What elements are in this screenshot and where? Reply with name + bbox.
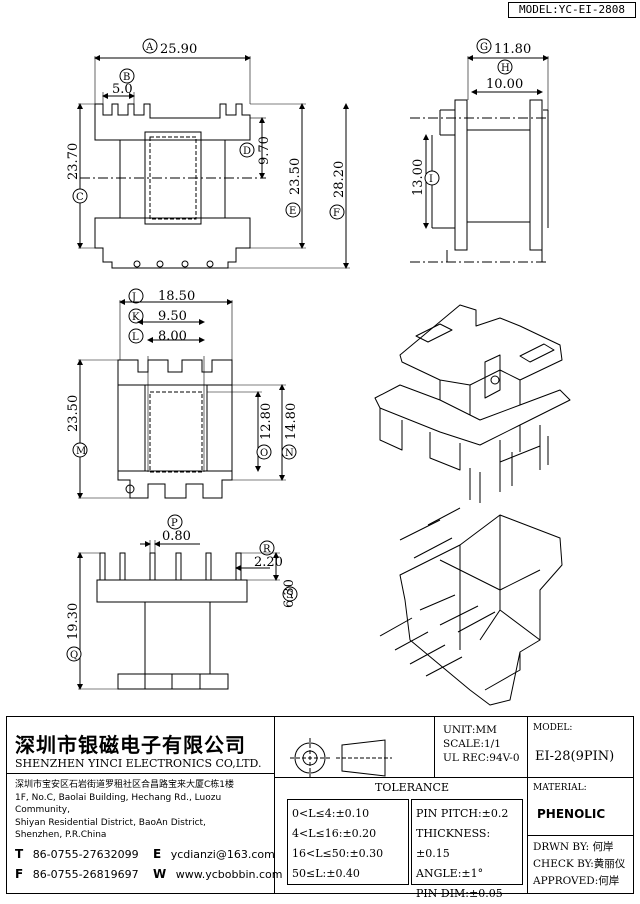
email-value: ycdianzi@163.com (170, 848, 275, 861)
dim-m-value: 23.50 (66, 395, 81, 432)
dim-r-value: 2.20 (254, 555, 283, 570)
dim-p-value: 0.80 (162, 529, 191, 544)
approvals: DRWN BY: 何岸 CHECK BY:黄丽仪 APPROVED:何岸 (533, 839, 625, 890)
dim-g-letter: G (480, 42, 488, 53)
tolerance-row: THICKNESS:±0.15 (416, 827, 491, 860)
dim-g-value: 11.80 (494, 42, 531, 57)
dim-h-value: 10.00 (486, 77, 523, 92)
tolerance-row: PIN PITCH:±0.2 (416, 807, 509, 820)
tolerance-row: PIN DIM:±0.05 (416, 887, 503, 900)
dim-c-letter: C (76, 192, 84, 203)
contact-tel: T 86-0755-27632099 (15, 847, 139, 861)
dim-n-letter: N (285, 448, 294, 459)
dim-c-value: 23.70 (66, 143, 81, 180)
contact-email: E ycdianzi@163.com (153, 847, 275, 861)
specs: UNIT:MM SCALE:1/1 UL REC:94V-0 (443, 723, 520, 765)
material-value: PHENOLIC (537, 807, 606, 821)
isometric-view-bottom (379, 507, 563, 706)
dim-q-letter: Q (70, 650, 78, 661)
dim-e-value: 23.50 (288, 158, 303, 195)
title-block: 深圳市银磁电子有限公司 SHENZHEN YINCI ELECTRONICS C… (6, 716, 634, 900)
model-label: MODEL: (533, 723, 573, 733)
pin-view (77, 540, 280, 690)
isometric-view-top (374, 304, 571, 503)
dim-i-value: 13.00 (411, 159, 426, 196)
fax-letter: F (15, 867, 24, 881)
dim-b-value: 5.0 (112, 82, 133, 97)
model-value: EI-28(9PIN) (535, 749, 615, 764)
dim-e-letter: E (289, 206, 296, 217)
company-address: 深圳市宝安区石岩街道罗租社区合昌路宝来大厦C栋1楼 1F, No.C, Baol… (15, 779, 273, 842)
web-letter: W (153, 867, 167, 881)
dimension-labels: A 25.90 B 5.0 C 23.70 D 9.70 E 23.50 F 2… (66, 38, 531, 662)
dim-k-value: 9.50 (158, 309, 187, 324)
dim-f-value: 28.20 (332, 161, 347, 198)
dim-o-value: 12.80 (259, 403, 274, 440)
dim-h-letter: H (501, 63, 510, 74)
address-line: 1F, No.C, Baolai Building, Hechang Rd., … (15, 792, 222, 816)
dim-o-letter: O (260, 448, 268, 459)
spec-ul: UL REC:94V-0 (443, 752, 520, 764)
approved-by: APPROVED:何岸 (533, 875, 620, 887)
dim-j-value: 18.50 (158, 289, 195, 304)
dim-m-letter: M (76, 446, 86, 457)
tolerance-row: 50≤L:±0.40 (292, 867, 360, 880)
spec-scale: SCALE:1/1 (443, 738, 501, 750)
address-line: Shenzhen, P.R.China (15, 830, 107, 840)
dim-n-value: 14.80 (284, 403, 299, 440)
dim-l-letter: L (132, 332, 139, 343)
dim-d-letter: D (243, 146, 251, 157)
side-view (410, 55, 549, 263)
company-name-en: SHENZHEN YINCI ELECTRONICS CO,LTD. (15, 757, 262, 770)
model-header-label: MODEL:YC-EI-2808 (519, 3, 625, 16)
projection-symbol (290, 738, 392, 778)
tolerance-row: 0<L≤4:±0.10 (292, 807, 370, 820)
web-value: www.ycbobbin.com (175, 868, 283, 881)
dim-i-letter: I (429, 174, 433, 185)
tolerance-row: ANGLE:±1° (416, 867, 484, 880)
spec-unit: UNIT:MM (443, 724, 497, 736)
dim-j-letter: J (131, 292, 136, 303)
contact-web: W www.ycbobbin.com (153, 867, 282, 881)
dim-a-value: 25.90 (160, 42, 197, 57)
pins (99, 552, 242, 581)
drawn-by: DRWN BY: 何岸 (533, 841, 614, 853)
dim-s-letter: S (286, 590, 293, 601)
model-header-box: MODEL:YC-EI-2808 (508, 2, 636, 18)
dim-d-value: 9.70 (257, 136, 272, 165)
contact-fax: F 86-0755-26819697 (15, 867, 139, 881)
tolerance-row: 4<L≤16:±0.20 (292, 827, 377, 840)
material-label: MATERIAL: (533, 783, 587, 793)
dim-q-value: 19.30 (66, 603, 81, 640)
dim-s-value: 6.30 (282, 579, 297, 608)
dim-f-letter: F (333, 208, 340, 219)
tel-value: 86-0755-27632099 (32, 848, 139, 861)
tolerance-right-box: PIN PITCH:±0.2 THICKNESS:±0.15 ANGLE:±1°… (411, 799, 523, 900)
address-line: Shiyan Residential District, BaoAn Distr… (15, 817, 206, 828)
tolerance-title: TOLERANCE (375, 781, 449, 794)
fax-value: 86-0755-26819697 (32, 868, 139, 881)
tolerance-row: 16<L≤50:±0.30 (292, 847, 384, 860)
dim-k-letter: K (132, 312, 140, 323)
top-view (77, 55, 350, 269)
company-name-cn: 深圳市银磁电子有限公司 (15, 733, 246, 757)
dim-l-value: 8.00 (158, 329, 187, 344)
dim-r-letter: R (263, 544, 271, 555)
email-letter: E (153, 847, 162, 861)
dim-b-letter: B (123, 72, 130, 83)
address-line: 深圳市宝安区石岩街道罗租社区合昌路宝来大厦C栋1楼 (15, 780, 235, 790)
dim-a-letter: A (145, 42, 154, 53)
checked-by: CHECK BY:黄丽仪 (533, 858, 626, 870)
tolerance-left-box: 0<L≤4:±0.10 4<L≤16:±0.20 16<L≤50:±0.30 5… (287, 799, 409, 885)
dim-p-letter: P (171, 518, 178, 529)
tel-letter: T (15, 847, 24, 861)
